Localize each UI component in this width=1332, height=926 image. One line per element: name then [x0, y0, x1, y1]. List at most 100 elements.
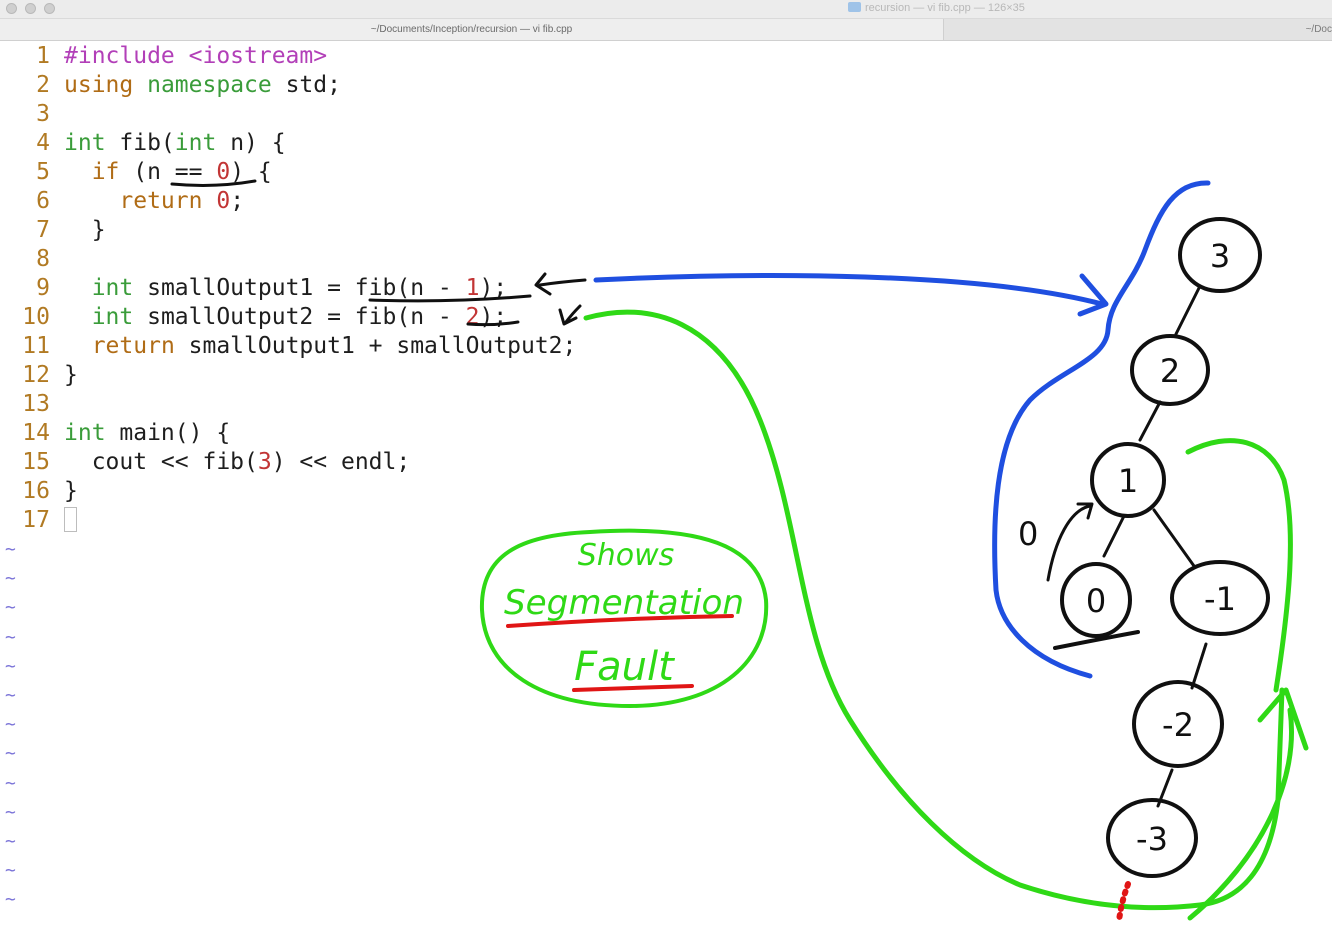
- empty-line-tilde: ~: [5, 889, 16, 911]
- code-token: [64, 275, 92, 301]
- blue-enclosure: [992, 180, 1211, 679]
- return-arrow-sketch: [1046, 502, 1094, 582]
- line-number: 1: [36, 43, 50, 69]
- code-line-15[interactable]: 15 cout << fib(3) << endl;: [0, 448, 410, 477]
- tree-node-circle: [1132, 680, 1224, 768]
- code-line-13[interactable]: 13: [0, 390, 64, 419]
- code-line-1[interactable]: 1 #include <iostream>: [0, 42, 327, 71]
- tree-node-n0: 0: [1060, 562, 1132, 638]
- code-token: [64, 188, 119, 214]
- empty-line-tilde: ~: [5, 860, 16, 882]
- code-token: (n ==: [119, 159, 217, 185]
- code-token: }: [64, 362, 78, 388]
- blue-arrow-head: [1077, 273, 1109, 317]
- code-line-16[interactable]: 16}: [0, 477, 78, 506]
- empty-line-tilde: ~: [5, 772, 16, 794]
- empty-line-tilde: ~: [5, 920, 16, 926]
- code-token: 3: [257, 449, 272, 475]
- line-number: 7: [36, 217, 50, 243]
- tree-node-nm3: -3: [1106, 798, 1198, 878]
- empty-line-tilde: ~: [5, 685, 16, 706]
- code-token: cout << fib(: [64, 449, 258, 475]
- code-token: main() {: [105, 420, 231, 446]
- line-number: 8: [36, 246, 50, 272]
- note-fault: Fault: [574, 644, 675, 690]
- code-token: smallOutput1 + smallOutput2;: [174, 333, 577, 359]
- recursion-tree: 3 2 1 0 -1 -2 -3: [1060, 217, 1270, 878]
- minimize-window-icon[interactable]: [25, 3, 36, 14]
- tree-edges: [1102, 284, 1208, 808]
- tree-node-nm1: -1: [1170, 560, 1270, 636]
- tree-node-label: 3: [1210, 237, 1230, 275]
- line-number: 12: [22, 362, 50, 388]
- window-title: recursion — vi fib.cpp — 126×35: [848, 2, 1025, 14]
- code-token: }: [64, 478, 78, 504]
- tab-vi-fib[interactable]: ~/Documents/Inception/recursion — vi fib…: [0, 19, 944, 40]
- tree-node-n2: 2: [1130, 334, 1210, 406]
- line-number: 16: [22, 478, 50, 504]
- tree-node-n1: 1: [1090, 442, 1166, 518]
- tab-bar: ~/Documents/Inception/recursion — vi fib…: [0, 19, 1332, 41]
- code-token: int: [174, 130, 217, 156]
- code-line-8[interactable]: 8: [0, 245, 64, 274]
- code-token: n) {: [216, 130, 286, 156]
- tree-node-n3: 3: [1178, 217, 1262, 293]
- empty-line-tilde: ~: [5, 831, 16, 852]
- underline-n-eq-0: [170, 179, 257, 187]
- line-number: 4: [36, 130, 50, 156]
- code-line-11[interactable]: 11 return smallOutput1 + smallOutput2;: [0, 332, 576, 361]
- empty-line-tilde: ~: [5, 626, 16, 648]
- code-line-10[interactable]: 10 int smallOutput2 = fib(n - 2);: [0, 303, 507, 332]
- close-window-icon[interactable]: [6, 3, 17, 14]
- line-number: 9: [36, 275, 50, 301]
- tree-node-label: -3: [1136, 820, 1168, 858]
- code-token: int: [91, 304, 134, 330]
- empty-line-tilde: ~: [5, 655, 16, 677]
- code-token: fib(: [105, 130, 175, 156]
- tab-documents[interactable]: ~/Doc: [945, 19, 1332, 40]
- line-number: 6: [36, 188, 50, 214]
- code-token: using: [64, 72, 134, 98]
- tree-node-label: -1: [1204, 580, 1236, 618]
- code-token: 1: [465, 275, 480, 301]
- code-line-12[interactable]: 12}: [0, 361, 78, 390]
- code-line-9[interactable]: 9 int smallOutput1 = fib(n - 1);: [0, 274, 507, 303]
- tab-label: ~/Documents/Inception/recursion — vi fib…: [370, 24, 573, 35]
- tree-node-nm2: -2: [1132, 680, 1224, 768]
- code-line-7[interactable]: 7 }: [0, 216, 105, 245]
- code-line-5[interactable]: 5 if (n == 0) {: [0, 158, 272, 187]
- arrow-left-icon: [534, 272, 587, 296]
- code-line-3[interactable]: 3: [0, 100, 64, 129]
- note-segmentation: Segmentation: [504, 583, 744, 623]
- tree-node-label: 2: [1160, 352, 1180, 390]
- code-line-6[interactable]: 6 return 0;: [0, 187, 244, 216]
- arrow-down-icon: [558, 304, 582, 326]
- tree-node-circle: [1178, 217, 1262, 293]
- red-dots: [1116, 881, 1131, 923]
- empty-line-tilde: ~: [5, 714, 16, 736]
- zoom-window-icon[interactable]: [44, 3, 55, 14]
- title-bar: recursion — vi fib.cpp — 126×35: [0, 0, 1332, 19]
- base-case-underline: [1053, 630, 1140, 650]
- tree-node-label: -2: [1162, 706, 1194, 744]
- code-token: return: [91, 333, 175, 359]
- code-token: #include <iostream>: [64, 43, 328, 69]
- note-shows: Shows: [578, 538, 675, 573]
- code-line-17[interactable]: 17: [0, 506, 77, 535]
- side-zero-label: 0: [1018, 515, 1038, 553]
- line-number: 15: [22, 449, 50, 475]
- empty-line-tilde: ~: [5, 539, 16, 560]
- code-token: return: [119, 188, 203, 214]
- line-number: 11: [22, 333, 50, 359]
- code-token: [202, 188, 216, 214]
- tree-node-circle: [1090, 442, 1166, 518]
- code-token: [133, 72, 147, 98]
- tab-label: ~/Doc: [1305, 24, 1332, 35]
- tree-node-label: 1: [1118, 462, 1138, 500]
- code-token: std;: [271, 72, 341, 98]
